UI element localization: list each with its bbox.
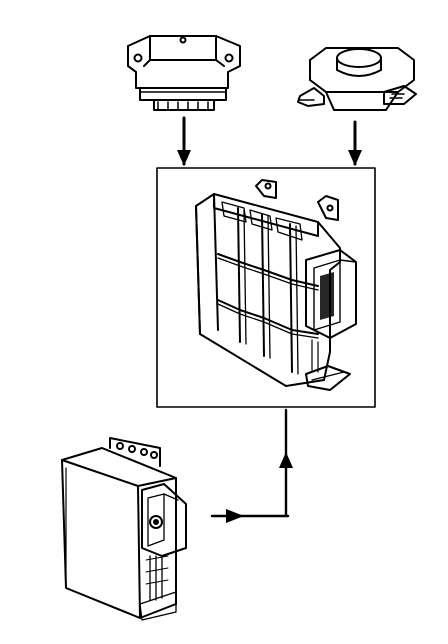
top-left-arrow [177,116,191,166]
top-right-arrow [348,120,362,166]
center-ecu-icon [195,179,357,391]
top-left-module-icon [127,35,241,111]
bottom-connection-arrow [210,408,293,523]
top-right-module-icon [297,47,417,111]
center-frame [156,167,376,408]
bottom-left-box-icon [61,437,187,621]
